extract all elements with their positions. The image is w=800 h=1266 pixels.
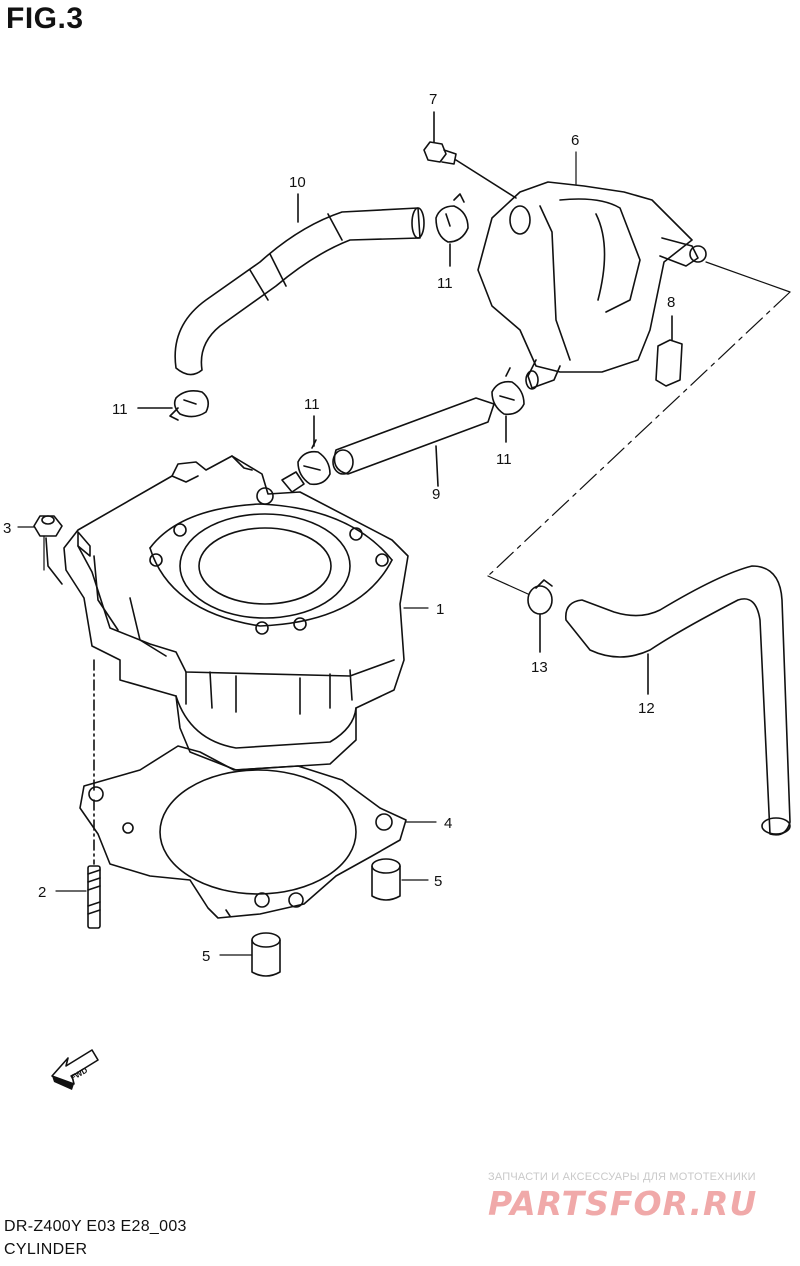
nut-part <box>33 515 63 585</box>
figure-code: DR-Z400Y E03 E28_003 <box>4 1218 187 1235</box>
leader-lines <box>17 151 577 956</box>
callout-6: 6 <box>571 132 579 149</box>
cylinder-part <box>63 455 409 771</box>
callout-13: 13 <box>531 659 548 676</box>
watermark-subtitle: ЗАПЧАСТИ И АКСЕССУАРЫ ДЛЯ МОТОТЕХНИКИ <box>488 1171 756 1183</box>
callout-8: 8 <box>667 294 675 311</box>
hose-clamp-part-2 <box>435 193 469 267</box>
reed-valve-housing-part <box>477 181 707 390</box>
hose-clamp-part <box>137 390 210 421</box>
callout-5b: 5 <box>202 948 210 965</box>
cushion-part <box>655 315 683 387</box>
callout-10: 10 <box>289 174 306 191</box>
bolt-part <box>423 111 517 199</box>
callout-9: 9 <box>432 486 440 503</box>
callout-3: 3 <box>3 520 11 537</box>
callout-12: 12 <box>638 700 655 717</box>
hose-clamp-part-3 <box>297 415 331 486</box>
callout-11c: 11 <box>304 396 320 413</box>
hose-part <box>281 397 495 493</box>
callout-11d: 11 <box>496 451 512 468</box>
watermark-logo: PARTSFOR.RU <box>488 1184 758 1223</box>
callout-11a: 11 <box>112 401 128 418</box>
hose-part-upper <box>174 193 425 376</box>
callout-1: 1 <box>436 601 444 618</box>
callout-7: 7 <box>429 91 437 108</box>
reference-lines <box>43 261 791 595</box>
callout-2: 2 <box>38 884 46 901</box>
cylinder-gasket-part <box>79 745 407 919</box>
clip-part <box>527 579 553 653</box>
dowel-pin-part <box>371 858 401 901</box>
forward-arrow-icon: FWD <box>51 1049 99 1090</box>
callout-4: 4 <box>444 815 452 832</box>
callout-11b: 11 <box>437 275 453 292</box>
stud-bolt-part <box>87 659 101 929</box>
hose-clamp-part-4 <box>491 367 525 443</box>
figure-name: CYLINDER <box>4 1241 88 1258</box>
callout-5a: 5 <box>434 873 442 890</box>
breather-hose-part <box>565 565 791 836</box>
dowel-pin-part-lower <box>251 932 281 977</box>
figure-title: FIG.3 <box>6 2 84 35</box>
